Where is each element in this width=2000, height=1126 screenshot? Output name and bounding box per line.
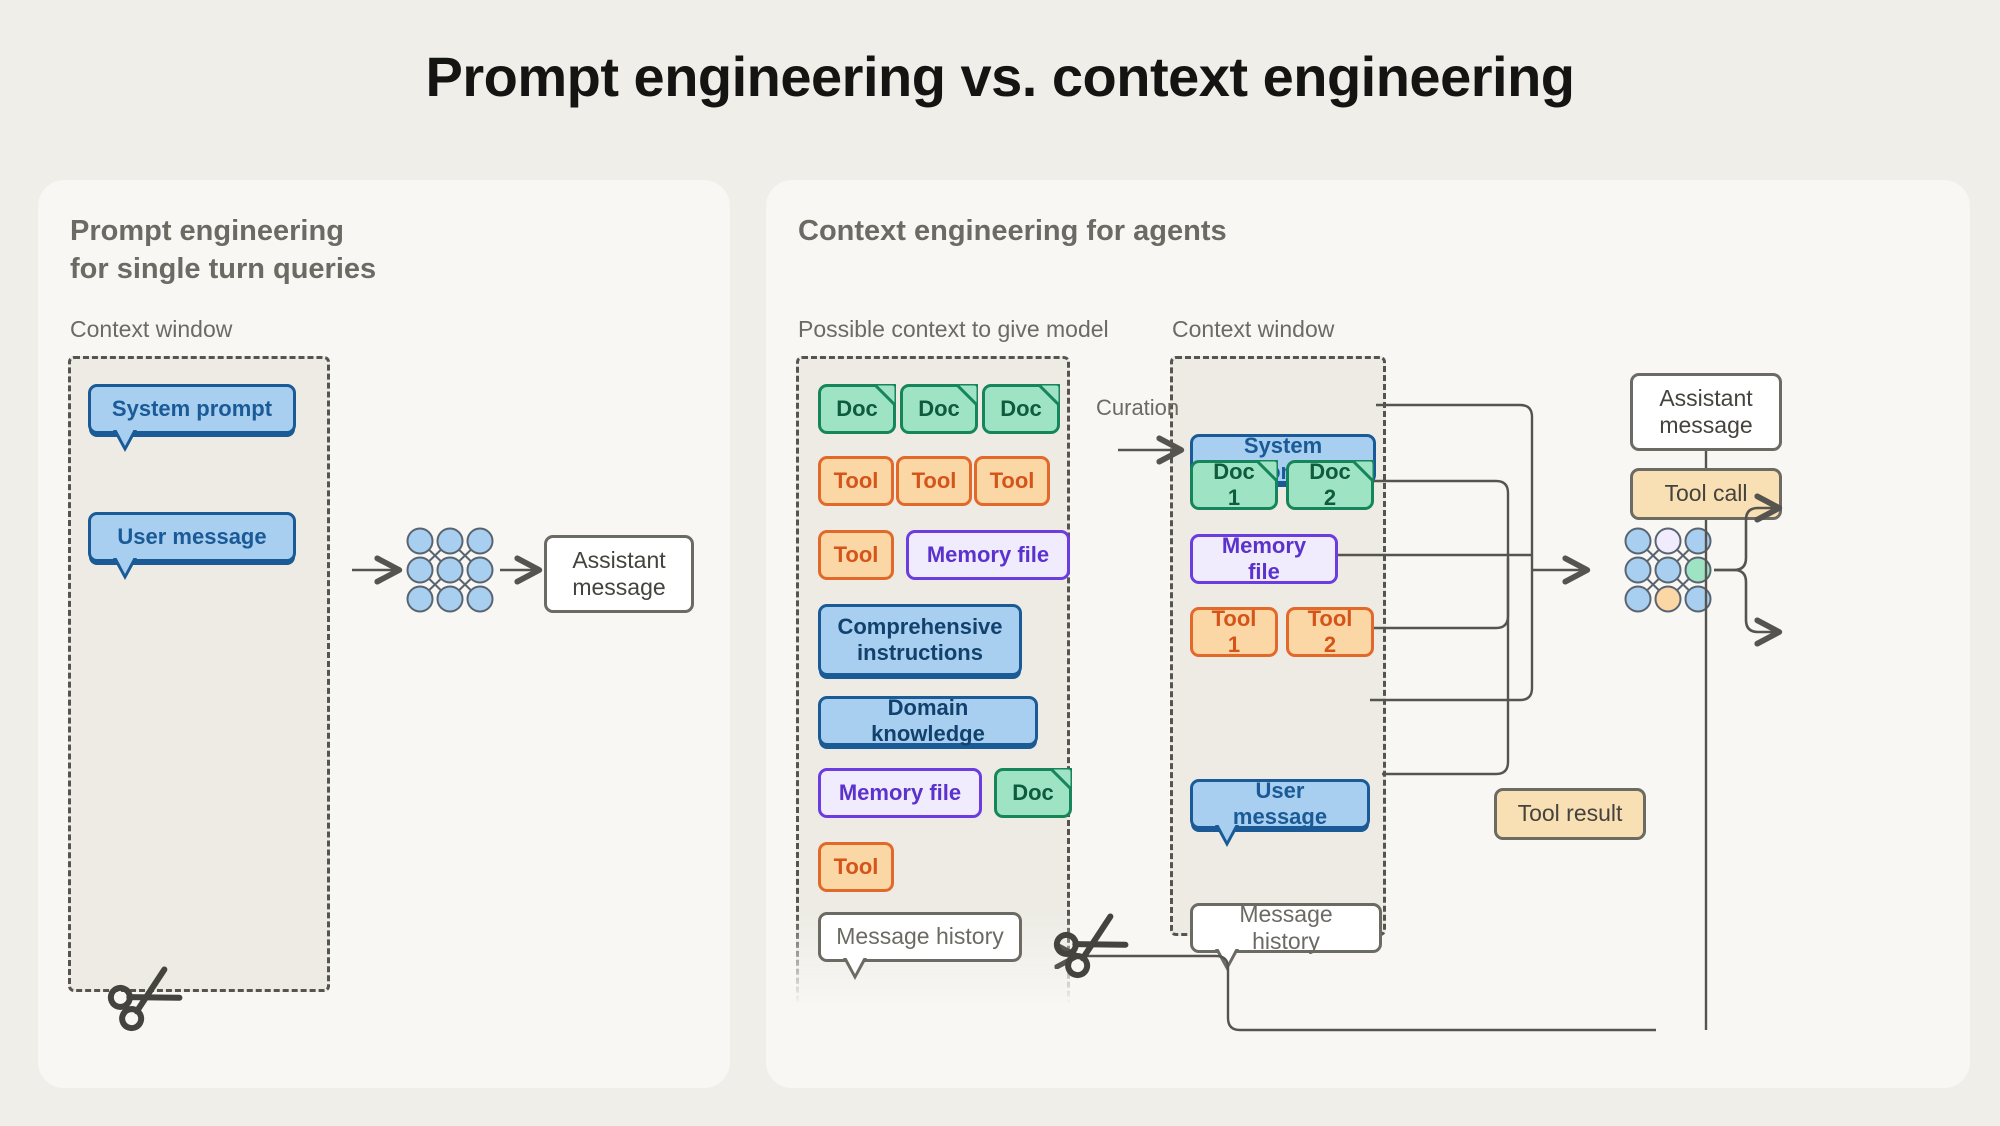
node-label: Message history	[1239, 900, 1333, 954]
node-label: Memory file	[838, 780, 962, 806]
node-doc[interactable]: Doc	[818, 384, 896, 434]
node-doc[interactable]: Doc	[900, 384, 978, 434]
node-label: Doc	[1012, 780, 1054, 806]
node-label: Message history	[836, 923, 1004, 950]
node-comprehensive-instructions[interactable]: Comprehensive instructions	[818, 604, 1022, 676]
possible-context-label: Possible context to give model	[798, 316, 1109, 342]
node-label: Domain knowledge	[871, 695, 985, 746]
left-panel-heading: Prompt engineering for single turn queri…	[70, 215, 377, 286]
node-doc-1[interactable]: Doc 1	[1190, 459, 1278, 510]
bubble-tail-inner	[1218, 824, 1236, 841]
node-label: System prompt	[111, 396, 273, 422]
bubble-tail-inner	[1218, 948, 1236, 965]
node-label: User message	[117, 524, 267, 550]
node-label: Doc 1	[1213, 459, 1255, 510]
node-memory-file[interactable]: Memory file	[818, 768, 982, 818]
panel-context-engineering: Context engineering for agents Possible …	[766, 180, 1970, 1088]
node-tool[interactable]: Tool	[896, 456, 972, 506]
node-message-history[interactable]: Message history	[1190, 900, 1382, 971]
doc-fold-icon	[1256, 460, 1278, 482]
node-memory-file[interactable]: Memory file	[906, 530, 1070, 580]
curation-label: Curation	[1096, 395, 1180, 420]
node-label: Tool result	[1517, 800, 1623, 827]
node-label: Doc 2	[1309, 459, 1351, 510]
node-assistant-message[interactable]: Assistant message	[1630, 373, 1782, 451]
node-message-history[interactable]: Message history	[818, 912, 1022, 980]
node-tool[interactable]: Tool	[818, 842, 894, 892]
doc-fold-icon	[1352, 460, 1374, 482]
node-user-message[interactable]: User message	[1190, 778, 1370, 847]
right-context-window-label: Context window	[1172, 316, 1335, 342]
possible-context-region	[796, 356, 1070, 1004]
node-doc[interactable]: Doc	[982, 384, 1060, 434]
node-label: Tool	[833, 468, 879, 494]
node-label: Tool call	[1664, 480, 1748, 507]
node-label: Tool	[833, 854, 879, 880]
bubble-tail-inner	[116, 557, 134, 574]
node-system-prompt[interactable]: System prompt	[88, 384, 296, 452]
left-context-window-region	[68, 356, 330, 992]
node-label: Doc	[836, 396, 878, 422]
node-user-message[interactable]: User message	[88, 512, 296, 580]
node-label: Tool 2	[1307, 606, 1353, 657]
right-panel-heading: Context engineering for agents	[798, 215, 1227, 247]
left-context-window-label: Context window	[70, 316, 233, 342]
doc-fold-icon	[1038, 384, 1060, 406]
node-tool-result[interactable]: Tool result	[1494, 788, 1646, 840]
node-tool-2[interactable]: Tool 2	[1286, 606, 1374, 657]
node-label: Doc	[918, 396, 960, 422]
node-doc[interactable]: Doc	[994, 768, 1072, 818]
node-tool-1[interactable]: Tool 1	[1190, 606, 1278, 657]
node-label: User message	[1232, 778, 1328, 829]
doc-fold-icon	[1050, 768, 1072, 790]
page-title: Prompt engineering vs. context engineeri…	[425, 45, 1575, 108]
node-label: Assistant message	[1659, 384, 1753, 438]
node-label: Memory file	[1221, 533, 1307, 584]
doc-fold-icon	[956, 384, 978, 406]
doc-fold-icon	[874, 384, 896, 406]
panel-prompt-engineering: Prompt engineering for single turn queri…	[38, 180, 730, 1088]
node-tool-call[interactable]: Tool call	[1630, 468, 1782, 520]
node-label: Tool	[911, 468, 957, 494]
node-tool[interactable]: Tool	[818, 530, 894, 580]
node-label: Doc	[1000, 396, 1042, 422]
bubble-tail-inner	[116, 429, 134, 446]
node-tool[interactable]: Tool	[818, 456, 894, 506]
node-tool[interactable]: Tool	[974, 456, 1050, 506]
node-assistant-message[interactable]: Assistant message	[544, 535, 694, 613]
node-doc-2[interactable]: Doc 2	[1286, 459, 1374, 510]
node-memory-file[interactable]: Memory file	[1190, 533, 1338, 584]
node-label: Comprehensive instructions	[837, 614, 1003, 665]
node-label: Assistant message	[572, 546, 666, 600]
node-label: Tool	[833, 542, 879, 568]
node-label: Memory file	[926, 542, 1050, 568]
node-label: Tool 1	[1211, 606, 1257, 657]
bubble-tail-inner	[846, 957, 864, 974]
node-label: Tool	[989, 468, 1035, 494]
node-domain-knowledge[interactable]: Domain knowledge	[818, 695, 1038, 746]
